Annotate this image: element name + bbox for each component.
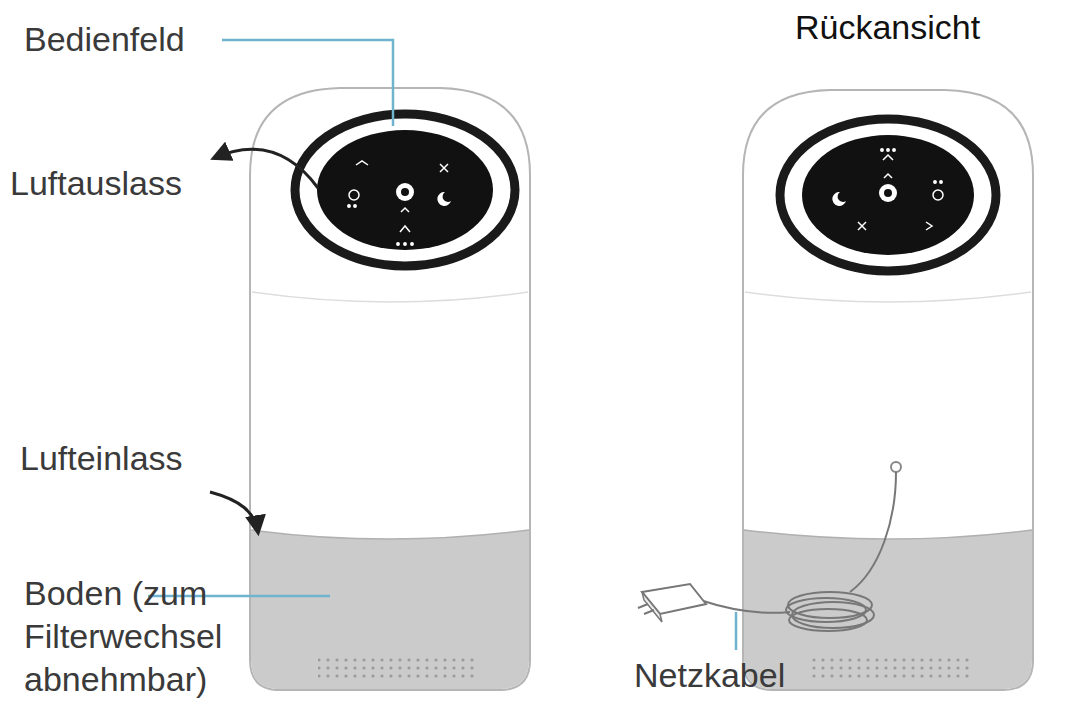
part-label: Boden (zum Filterwechsel abnehmbar) xyxy=(24,572,354,701)
outlet-arrow xyxy=(214,149,318,188)
part-label: Netzkabel xyxy=(634,654,834,697)
leader-line xyxy=(222,40,393,126)
part-label: Lufteinlass xyxy=(20,437,220,480)
part-label: Luftauslass xyxy=(10,162,210,205)
power-plug xyxy=(638,584,706,622)
view-title: Rückansicht xyxy=(795,6,1045,49)
leader-line xyxy=(735,612,738,650)
purifier-back xyxy=(638,90,1033,690)
inlet-arrow xyxy=(210,492,258,532)
purifier-front xyxy=(250,88,530,690)
part-label: Bedienfeld xyxy=(24,18,224,61)
